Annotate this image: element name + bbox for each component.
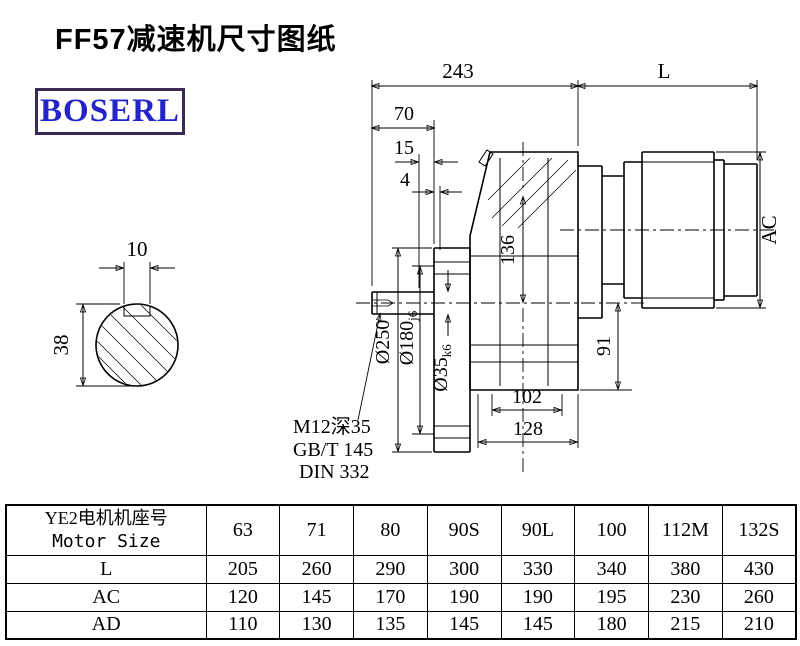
note-din-standard: DIN 332 xyxy=(299,461,370,483)
value-L-112M: 380 xyxy=(648,554,723,584)
row-label-AC: AC xyxy=(5,582,207,612)
input-flange xyxy=(578,165,625,319)
housing-internal-hatch xyxy=(487,157,577,229)
value-L-63: 205 xyxy=(205,554,281,584)
header-motor-size-cell: YE2电机机座号 Motor Size xyxy=(5,504,207,556)
value-AC-90L: 190 xyxy=(500,582,576,612)
dimensions: 243 L 70 15 4 Ø250 Ø180j6 Ø35k6 136 xyxy=(293,59,781,483)
dim-102-label: 102 xyxy=(512,386,542,408)
value-AC-100: 195 xyxy=(574,582,649,612)
value-AC-71: 145 xyxy=(279,582,354,612)
dim-4-label: 4 xyxy=(400,169,410,191)
row-label-AD: AD xyxy=(5,610,207,640)
dim-flange-dia-label: Ø250 xyxy=(372,320,394,364)
header-motor-size-en: Motor Size xyxy=(52,531,161,553)
keyway-slot xyxy=(123,306,151,317)
dim-spigot-dia-value: Ø180 xyxy=(396,321,418,365)
value-AC-132S: 260 xyxy=(721,582,797,612)
dim-38-label: 38 xyxy=(49,335,73,356)
motor-dimension-table: YE2电机机座号 Motor Size 63 71 80 90S 90L 100… xyxy=(5,504,797,641)
value-L-132S: 430 xyxy=(721,554,797,584)
output-shaft xyxy=(371,291,434,315)
value-L-90L: 330 xyxy=(500,554,576,584)
value-L-90S: 300 xyxy=(426,554,502,584)
dim-128-label: 128 xyxy=(513,418,543,440)
value-L-80: 290 xyxy=(353,554,428,584)
dim-15-label: 15 xyxy=(394,137,414,159)
value-AC-112M: 230 xyxy=(648,582,723,612)
table-row-AC: AC 120 145 170 190 190 195 230 260 xyxy=(5,582,797,612)
value-AD-90S: 145 xyxy=(426,610,502,640)
value-AC-90S: 190 xyxy=(426,582,502,612)
note-leader-line xyxy=(357,312,382,421)
shaft-end-view: 10 38 xyxy=(49,237,179,387)
value-L-71: 260 xyxy=(279,554,354,584)
note-tapped-hole: M12深35 xyxy=(293,415,371,438)
header-size-132S: 132S xyxy=(721,504,797,556)
header-size-100: 100 xyxy=(574,504,649,556)
dim-spigot-dia-label: Ø180j6 xyxy=(396,310,420,365)
dim-91-label: 91 xyxy=(593,336,615,356)
note-gb-standard: GB/T 145 xyxy=(293,439,373,461)
value-AD-90L: 145 xyxy=(500,610,576,640)
dim-70-label: 70 xyxy=(394,103,414,125)
dim-shaft-tolerance: k6 xyxy=(439,344,454,358)
dim-L-label: L xyxy=(658,59,671,83)
value-AD-80: 135 xyxy=(353,610,428,640)
value-AD-71: 130 xyxy=(279,610,354,640)
dim-shaft-dia-label: Ø35k6 xyxy=(430,344,454,392)
row-label-L: L xyxy=(5,554,207,584)
value-AD-63: 110 xyxy=(205,610,281,640)
value-AC-63: 120 xyxy=(205,582,281,612)
dim-AC-label: AC xyxy=(757,215,781,244)
dim-10-label: 10 xyxy=(127,237,148,261)
dim-243-label: 243 xyxy=(442,59,474,83)
value-L-100: 340 xyxy=(574,554,649,584)
housing-bolt-detail xyxy=(478,149,494,167)
value-AC-80: 170 xyxy=(353,582,428,612)
header-size-63: 63 xyxy=(205,504,281,556)
boserl-logo: BOSERL xyxy=(35,88,185,135)
value-AD-132S: 210 xyxy=(721,610,797,640)
table-row-L: L 205 260 290 300 330 340 380 430 xyxy=(5,554,797,584)
table-row-AD: AD 110 130 135 145 145 180 215 210 xyxy=(5,610,797,640)
dim-spigot-tolerance: j6 xyxy=(405,310,420,322)
header-motor-size-cn: YE2电机机座号 xyxy=(44,508,168,528)
dim-shaft-dia-value: Ø35 xyxy=(430,357,452,391)
gearbox-side-view xyxy=(371,149,758,453)
value-AD-100: 180 xyxy=(574,610,649,640)
header-size-80: 80 xyxy=(353,504,428,556)
header-size-112M: 112M xyxy=(648,504,723,556)
gearbox-housing xyxy=(469,149,579,391)
header-size-71: 71 xyxy=(279,504,354,556)
dim-136-label: 136 xyxy=(497,235,519,265)
table-header-row: YE2电机机座号 Motor Size 63 71 80 90S 90L 100… xyxy=(5,504,797,556)
header-size-90S: 90S xyxy=(426,504,502,556)
header-size-90L: 90L xyxy=(500,504,576,556)
value-AD-112M: 215 xyxy=(648,610,723,640)
page-title: FF57减速机尺寸图纸 xyxy=(55,24,337,56)
boserl-logo-text: BOSERL xyxy=(40,93,180,129)
